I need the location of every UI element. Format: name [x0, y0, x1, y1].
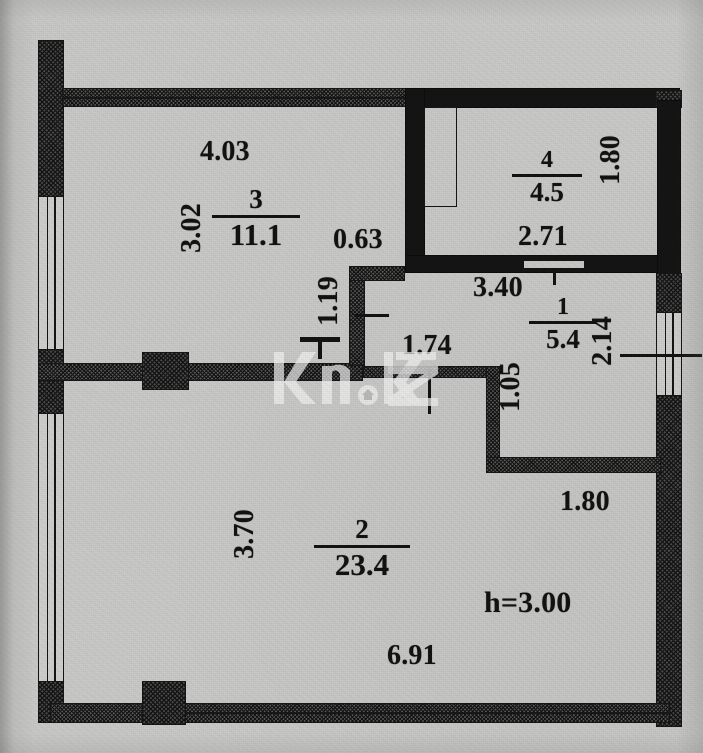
wall-interior-room3-room2	[38, 363, 363, 381]
dimension-room4-height-1-80: 1.80	[595, 135, 626, 185]
room-1-number: 1	[557, 294, 569, 320]
room-3-number: 3	[249, 184, 263, 214]
door-tick-room3-stem	[318, 337, 322, 359]
room-3-fraction-bar	[212, 215, 300, 218]
room-2-fraction-bar	[314, 545, 410, 548]
pillar-interior-left	[142, 352, 189, 390]
dimension-room4-width-2-71: 2.71	[518, 221, 568, 252]
dimension-corridor-1-74: 1.74	[402, 330, 452, 361]
room-1-fraction-bar	[529, 321, 597, 324]
dimension-top-4-03: 4.03	[200, 136, 250, 167]
room-4-area: 4.5	[530, 177, 564, 207]
dimension-room2-height-3-70: 3.70	[229, 509, 260, 559]
dimension-bottom-6-91: 6.91	[387, 640, 437, 671]
room-label-4: 4 4.5	[509, 148, 585, 206]
dimension-room1-right-2-14: 2.14	[587, 316, 618, 366]
wall-hall-top	[349, 266, 405, 281]
dim-leader-right-wall	[620, 354, 702, 357]
wall-room1-left	[486, 366, 500, 469]
room-2-number: 2	[355, 514, 369, 544]
dimension-room1-bottom-1-80: 1.80	[560, 486, 610, 517]
pillar-bottom-wall	[142, 681, 186, 725]
room-2-area: 23.4	[334, 547, 390, 582]
room-label-3: 3 11.1	[210, 186, 302, 252]
door-tick-hall	[355, 314, 389, 317]
room-label-1: 1 5.4	[526, 295, 600, 353]
room-1-area: 5.4	[546, 324, 580, 354]
wall-bottom-center-line	[170, 712, 670, 714]
door-tick-corridor	[428, 370, 431, 414]
wall-exterior-left-mid	[38, 349, 64, 414]
wall-exterior-right-upper	[656, 273, 682, 313]
dimension-corridor-3-40: 3.40	[473, 272, 523, 303]
wall-exterior-right-lower	[656, 395, 682, 727]
window-left-lower	[38, 414, 64, 681]
door-tick-room4-bottom	[553, 255, 556, 285]
wall-exterior-left-top	[38, 40, 64, 197]
wall-room1-bottom	[486, 457, 661, 473]
room-3-area: 11.1	[229, 217, 283, 252]
window-left-upper	[38, 197, 64, 349]
wall-top-center-line	[62, 96, 407, 99]
wall-room4-left	[405, 88, 425, 273]
room4-niche	[424, 107, 457, 207]
wall-exterior-right-room4	[657, 100, 681, 275]
dimension-hall-1-19: 1.19	[313, 276, 344, 326]
dimension-room3-height-3-02: 3.02	[176, 203, 207, 253]
dimension-hall-0-63: 0.63	[333, 224, 383, 255]
room-4-fraction-bar	[512, 174, 582, 177]
wall-room4-top	[405, 88, 680, 108]
wall-exterior-left-bottom	[38, 681, 64, 723]
ceiling-height-label: h=3.00	[484, 586, 572, 619]
room-4-number: 4	[541, 147, 553, 173]
dimension-room1-left-1-05: 1.05	[495, 362, 526, 412]
room-label-2: 2 23.4	[312, 516, 412, 582]
door-opening-room4	[524, 261, 584, 268]
